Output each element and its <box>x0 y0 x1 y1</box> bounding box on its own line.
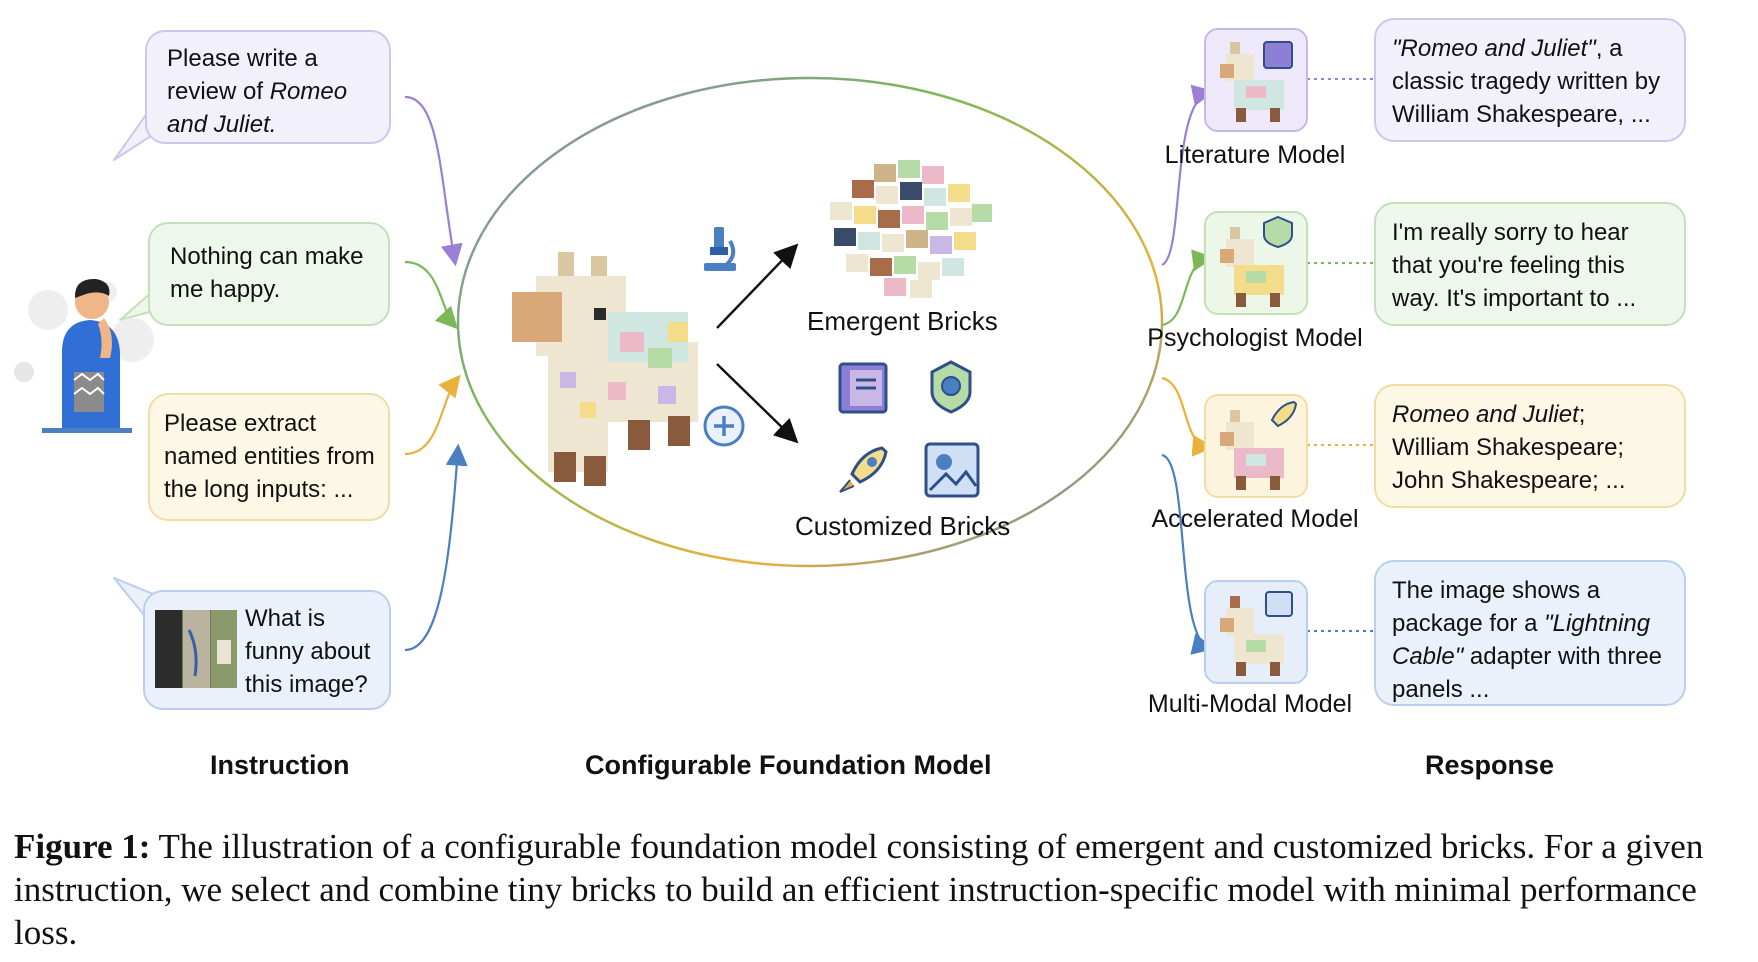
accelerated-model-label: Accelerated Model <box>1151 505 1359 533</box>
instruction-bubble-1: Please write a review of Romeo and Julie… <box>145 30 391 144</box>
instruction-bubble-3: Please extract named entities from the l… <box>148 393 390 521</box>
arrow-instruction-4 <box>404 443 468 652</box>
model-section-title: Configurable Foundation Model <box>585 750 992 780</box>
multimodal-model-box <box>1204 580 1308 684</box>
image-icon <box>924 442 980 498</box>
arrow-to-emergent <box>716 243 799 329</box>
response-3-text: ; William Shakespeare; John Shakespeare;… <box>1392 401 1626 494</box>
psychology-badge-icon <box>930 360 972 414</box>
arrow-instruction-3 <box>404 374 461 456</box>
arrow-model-1 <box>1161 84 1215 267</box>
multimodal-llama-icon <box>1220 591 1293 676</box>
instruction-section-title: Instruction <box>210 750 350 780</box>
psychologist-model-box <box>1204 211 1308 315</box>
instruction-4-text: What is funny about this image? <box>245 605 371 698</box>
arrow-model-3 <box>1161 376 1215 457</box>
response-4-text: The image shows a package for a <box>1392 577 1601 637</box>
response-bubble-3: Romeo and Juliet; William Shakespeare; J… <box>1374 384 1686 508</box>
figure-caption-text: The illustration of a configurable found… <box>14 827 1704 952</box>
response-4-title: "Lightning Cable" <box>1392 610 1651 670</box>
instruction-bubble-4: What is funny about this image? <box>143 590 391 710</box>
arrow-model-2 <box>1161 249 1215 327</box>
response-1-text: , a classic tragedy written by William S… <box>1392 35 1661 128</box>
response-bubble-4: The image shows a package for a "Lightni… <box>1374 560 1686 706</box>
arrow-instruction-2 <box>404 260 459 330</box>
thinking-person-illustration <box>14 278 154 433</box>
accelerated-model-box <box>1204 394 1308 498</box>
cable-photo-thumbnail <box>155 610 237 688</box>
response-1-title: "Romeo and Juliet" <box>1392 35 1596 62</box>
psychologist-llama-icon <box>1220 215 1293 307</box>
psychologist-model-label: Psychologist Model <box>1147 324 1363 352</box>
rocket-icon <box>839 446 888 493</box>
instruction-bubble-2: Nothing can make me happy. <box>148 222 390 326</box>
accelerated-llama-icon <box>1220 400 1298 490</box>
figure-caption: Figure 1: The illustration of a configur… <box>14 825 1754 954</box>
instruction-1-title: Romeo and Juliet. <box>167 78 348 138</box>
multimodal-model-label: Multi-Modal Model <box>1147 690 1353 718</box>
response-section-title: Response <box>1425 750 1555 780</box>
response-4-rest: adapter with three panels ... <box>1392 643 1663 703</box>
literature-llama-icon <box>1220 41 1293 122</box>
foundation-llama-brick-model <box>512 252 698 486</box>
arrow-to-customized <box>716 363 799 444</box>
instruction-2-text: Nothing can make me happy. <box>170 243 364 303</box>
response-bubble-2: I'm really sorry to hear that you're fee… <box>1374 202 1686 326</box>
figure-caption-label: Figure 1: <box>14 827 151 866</box>
emergent-bricks-cluster <box>830 160 992 298</box>
arrow-model-4 <box>1161 453 1215 655</box>
microscope-icon <box>704 227 736 271</box>
response-2-text: I'm really sorry to hear that you're fee… <box>1392 219 1637 312</box>
customized-bricks-label: Customized Bricks <box>795 511 1011 541</box>
book-icon <box>838 362 888 414</box>
instruction-3-text: Please extract named entities from the l… <box>164 410 375 503</box>
response-bubble-1: "Romeo and Juliet", a classic tragedy wr… <box>1374 18 1686 142</box>
literature-model-box <box>1204 28 1308 132</box>
arrow-instruction-1 <box>404 95 463 267</box>
emergent-bricks-label: Emergent Bricks <box>807 306 998 336</box>
literature-model-label: Literature Model <box>1164 141 1346 169</box>
response-3-title: Romeo and Juliet <box>1392 401 1579 428</box>
plus-circle-icon <box>703 405 745 447</box>
instruction-1-text: Please write a review of <box>167 45 318 105</box>
